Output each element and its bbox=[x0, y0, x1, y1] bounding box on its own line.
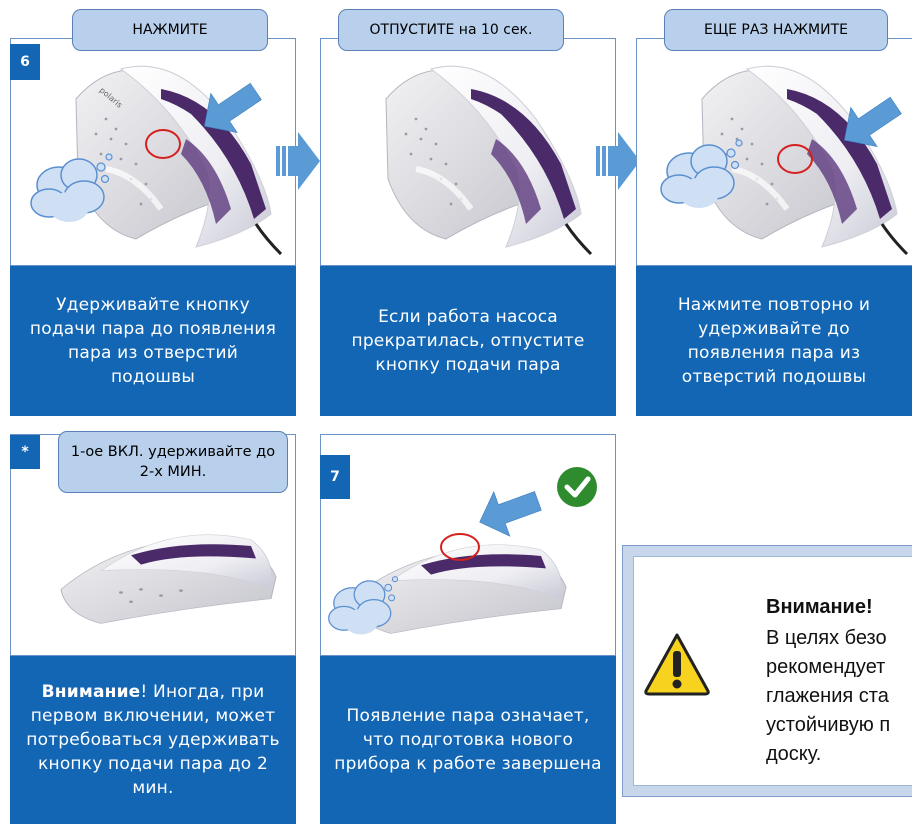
step-arrow-icon bbox=[596, 132, 640, 190]
step-press-again-tab: ЕЩЕ РАЗ НАЖМИТЕ bbox=[664, 9, 888, 51]
iron-illustration bbox=[328, 467, 597, 636]
step-press-again-caption: Нажмите повторно и удерживайте до появле… bbox=[636, 266, 912, 416]
step-7-panel: 7 bbox=[320, 434, 616, 656]
first-on-tab: 1-ое ВКЛ. удерживайте до 2-х МИН. bbox=[58, 431, 288, 493]
iron-illustration bbox=[60, 534, 277, 624]
iron-illustration: polaris bbox=[30, 39, 297, 267]
iron-illustration bbox=[321, 39, 617, 267]
step-number-badge: 6 bbox=[10, 44, 40, 80]
warning-title: Внимание! bbox=[766, 596, 873, 618]
iron-illustration bbox=[660, 39, 912, 267]
step-release-tab: ОТПУСТИТЕ на 10 сек. bbox=[338, 9, 564, 51]
step-6-panel: 6 polaris bbox=[10, 38, 296, 266]
button-highlight-circle bbox=[777, 144, 813, 174]
warning-box bbox=[622, 545, 912, 797]
step-number-badge: * bbox=[10, 435, 40, 469]
step-6-caption: Удерживайте кнопку подачи пара до появле… bbox=[10, 266, 296, 416]
press-arrow-icon bbox=[471, 478, 547, 545]
step-release-caption: Если работа насоса прекратилась, отпусти… bbox=[320, 266, 616, 416]
button-highlight-circle bbox=[440, 533, 480, 561]
checkmark-icon bbox=[557, 467, 597, 507]
step-arrow-icon bbox=[276, 132, 320, 190]
warning-text: В целях безо рекомендует глажения ста ус… bbox=[766, 627, 891, 765]
button-highlight-circle bbox=[145, 129, 181, 159]
step-press-again-panel bbox=[636, 38, 912, 266]
first-on-caption: Внимание! Иногда, при первом включении, … bbox=[10, 656, 296, 824]
step-6-tab: НАЖМИТЕ bbox=[72, 9, 268, 51]
warning-triangle-icon bbox=[644, 633, 710, 696]
step-release-panel bbox=[320, 38, 616, 266]
step-number-badge: 7 bbox=[320, 455, 350, 499]
step-7-caption: Появление пара означает, что подготовка … bbox=[320, 656, 616, 824]
